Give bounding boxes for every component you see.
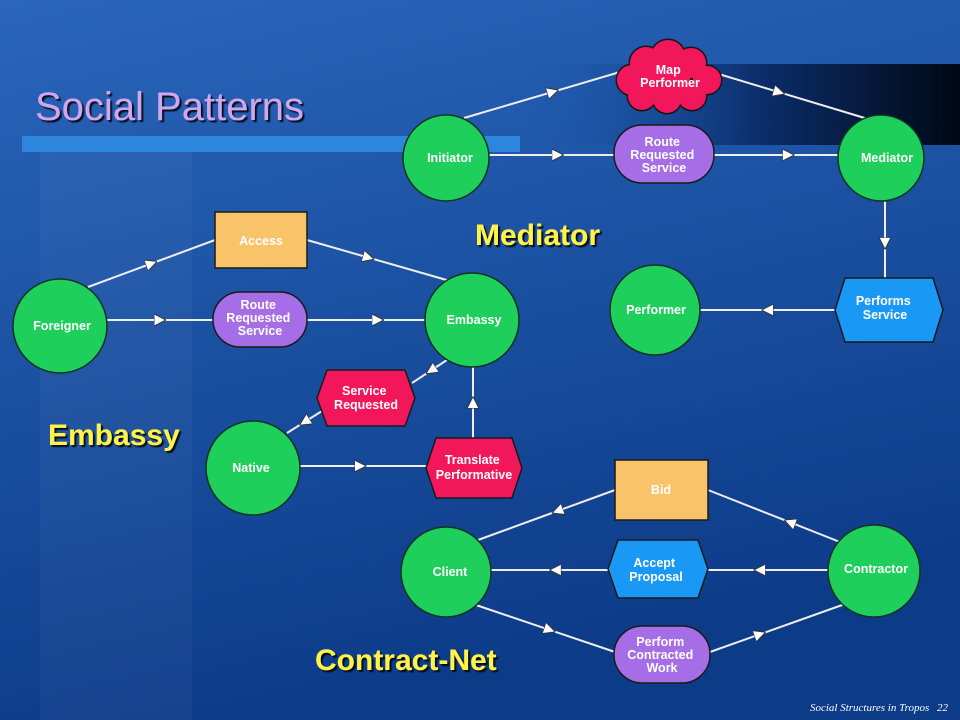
bid-label: Bid [651,483,671,497]
label-line: Performative [436,468,512,482]
label-line: Requested [334,398,398,412]
hexagon-shape [834,277,944,343]
link-perform-contracted-work-to-contractor [709,603,846,653]
title-underline-bar [22,136,520,152]
slide-title: Social Patterns [35,85,304,129]
softgoal-route-requested-service-mediator: Route Requested Service [613,124,715,184]
softgoal-route-requested-service-embassy: Route Requested Service [212,291,308,348]
resource-bid: Bid [614,459,709,521]
resource-access: Access [214,211,308,269]
mediator-pattern-label: Mediator [475,219,600,252]
actor-foreigner-label: Foreigner [33,319,91,333]
pill-shape [212,291,308,348]
translate-performative-label: Translate Performative [436,453,512,482]
label-line: Perform [636,635,684,649]
actor-native: Native [205,420,301,516]
label-line: Translate [445,453,500,467]
actor-contractor-label: Contractor [844,562,908,576]
actor-contractor: Contractor [827,524,921,618]
actor-performer-label: Performer [626,303,686,317]
actor-initiator-label: Initiator [427,151,473,165]
hexagon-shape [425,437,523,499]
embassy-pattern: Embassy Foreigner Embassy Native Access … [12,211,523,516]
box-shape [614,459,709,521]
box-shape [214,211,308,269]
route-requested-service-label: Route Requested Service [226,298,293,338]
mediator-pattern: Mediator Initiator Mediator Performer [402,38,944,356]
link-map-performer-to-mediator [711,71,869,120]
link-initiator-to-map-performer [463,71,621,119]
label-line: Accept [633,556,676,570]
pill-shape [613,625,711,684]
hexagon-shape [607,539,709,599]
link-bid-to-client [477,489,616,541]
actor-performer: Performer [609,264,701,356]
contract-net-pattern: Contract-Net Client Contractor Bid Accep… [315,459,921,684]
actor-mediator-circle [837,114,925,202]
task-accept-proposal: Accept Proposal [607,539,709,599]
label-line: Requested [226,311,290,325]
embassy-pattern-label: Embassy [48,419,180,452]
label-line: Contracted [627,648,693,662]
label-line: Service [863,308,908,322]
actor-embassy-circle [424,272,520,368]
actor-contractor-circle [827,524,921,618]
link-foreigner-to-access [87,239,216,288]
softgoal-perform-contracted-work: Perform Contracted Work [613,625,711,684]
actor-mediator-label: Mediator [861,151,913,165]
actor-foreigner: Foreigner [12,278,108,374]
task-translate-performative: Translate Performative [425,437,523,499]
link-embassy-to-service-requested [411,357,451,384]
access-label: Access [239,234,283,248]
actor-foreigner-circle [12,278,108,374]
actor-client-circle [400,526,492,618]
label-line: Service [342,384,387,398]
link-access-to-embassy [306,239,451,282]
hexagon-shape [316,369,416,427]
service-requested-label: Service Requested [334,384,398,412]
label-line: Service [238,324,283,338]
perform-contracted-work-label: Perform Contracted Work [627,635,696,675]
label-line: Map [656,63,681,77]
label-line: Requested [630,148,694,162]
actor-mediator: Mediator [837,114,925,202]
route-requested-service-label: Route Requested Service [630,135,697,175]
label-line: Route [645,135,680,149]
performs-service-label: Performs Service [856,294,914,322]
actor-performer-circle [609,264,701,356]
label-line: Proposal [629,570,683,584]
page-number: 22 [937,702,949,714]
link-client-to-perform-contracted-work [475,604,616,653]
task-service-requested: Service Requested [316,369,416,427]
actor-initiator: Initiator [402,114,490,202]
link-contractor-to-bid [707,489,841,543]
label-line: Performer [640,76,700,90]
pill-shape [613,124,715,184]
link-service-requested-to-native [286,410,323,434]
label-line: Work [646,661,677,675]
actor-native-circle [205,420,301,516]
actor-native-label: Native [232,461,270,475]
footer-text: Social Structures in Tropos [810,702,929,714]
actor-client-label: Client [433,565,469,579]
task-performs-service: Performs Service [834,277,944,343]
dependency-links [87,71,885,653]
accept-proposal-label: Accept Proposal [629,556,683,584]
actor-client: Client [400,526,492,618]
actor-embassy: Embassy [424,272,520,368]
cloud-shape [617,40,721,113]
contract-net-pattern-label: Contract-Net [315,644,497,677]
actor-initiator-circle [402,114,490,202]
goal-map-performer: Map Performer [615,38,723,115]
label-line: Performs [856,294,911,308]
goal-map-performer-label: Map Performer [640,63,700,90]
actor-embassy-label: Embassy [447,313,502,327]
slide-footer: Social Structures in Tropos 22 [810,702,949,714]
label-line: Service [642,161,687,175]
label-line: Route [241,298,276,312]
